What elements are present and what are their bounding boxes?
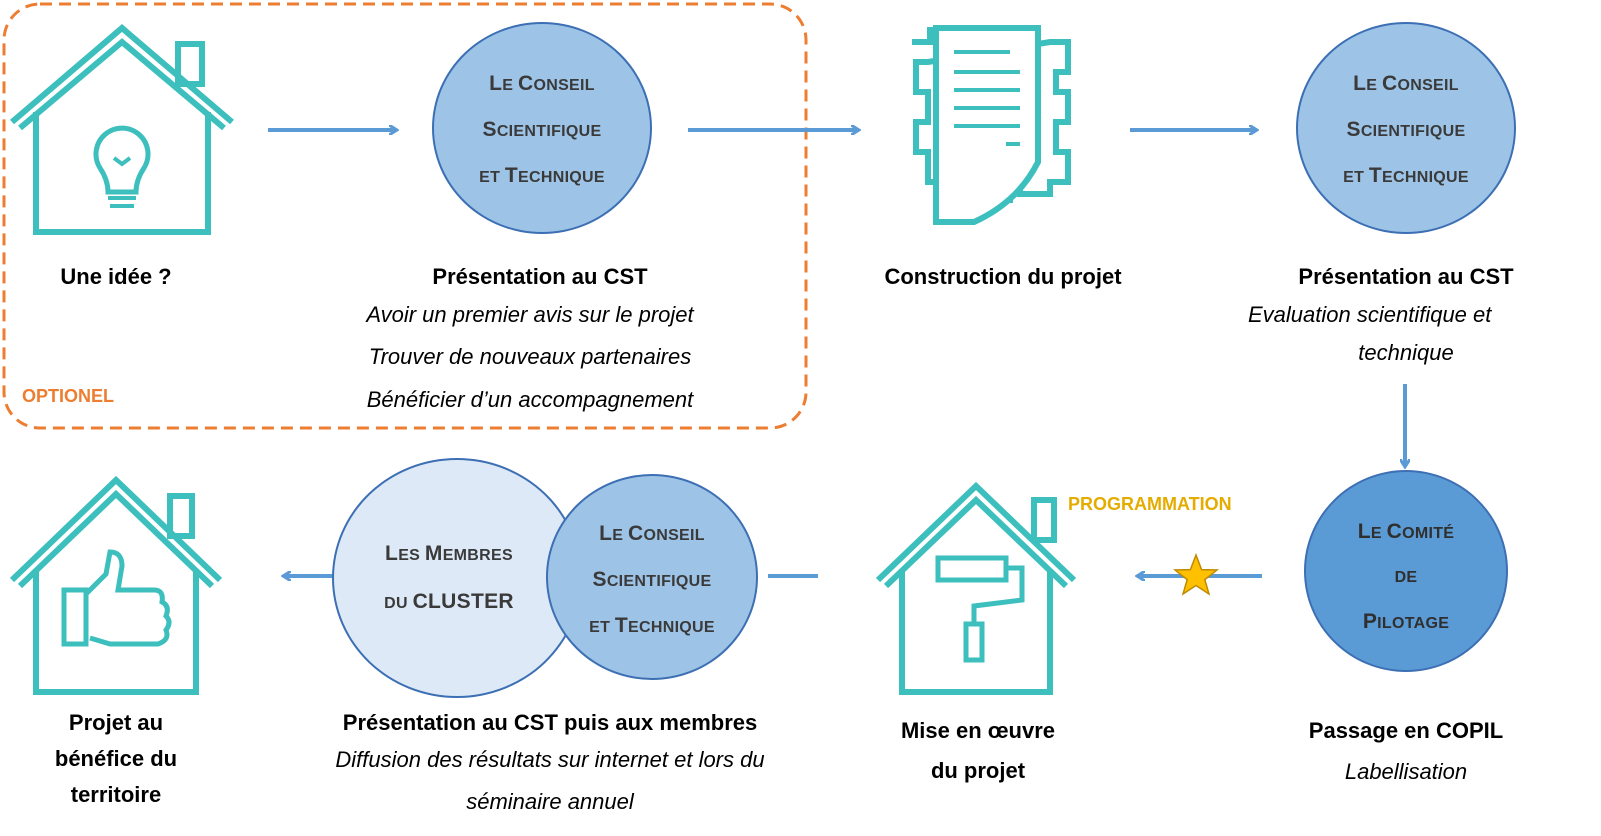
house-idea-icon <box>10 24 234 235</box>
step-cst2-title: Présentation au CST <box>1298 264 1514 289</box>
cst-circle-2-text: LE CONSEIL SCIENTIFIQUE ET TECHNIQUE <box>1343 72 1469 187</box>
optional-label: OPTIONEL <box>22 386 115 406</box>
step-copil-line-1: Labellisation <box>1344 759 1468 784</box>
cst-circle-3-text: LE CONSEIL SCIENTIFIQUE ET TECHNIQUE <box>589 522 715 637</box>
step-members-title: Présentation au CST puis aux membres <box>342 710 758 735</box>
cst-circle-2 <box>1296 22 1516 234</box>
step-idea-title: Une idée ? <box>60 264 172 289</box>
members-circle <box>332 458 582 698</box>
step-members-line-1: Diffusion des résultats sur internet et … <box>335 747 765 772</box>
members-circle-text: LES MEMBRES DU CLUSTER <box>384 542 514 613</box>
cst-circle-1 <box>432 22 652 234</box>
step-implementation-title-1: Mise en œuvre <box>900 718 1056 743</box>
copil-circle-text: LE COMITÉ DE PILOTAGE <box>1357 520 1455 633</box>
step-cst1-line-3: Bénéficier d’un accompagnement <box>366 387 694 412</box>
step-benefit-title-2: bénéfice du <box>54 746 178 771</box>
step-cst2-line-2: technique <box>1358 340 1454 365</box>
step-cst1-line-1: Avoir un premier avis sur le projet <box>366 302 694 327</box>
step-cst1-line-2: Trouver de nouveaux partenaires <box>368 344 692 369</box>
step-implementation-title-2: du projet <box>930 758 1026 783</box>
step-members-line-2: séminaire annuel <box>466 789 634 814</box>
star-icon <box>1172 552 1220 596</box>
copil-circle <box>1304 470 1508 672</box>
house-paint-roller-icon <box>875 481 1077 695</box>
step-benefit-title-1: Projet au <box>68 710 164 735</box>
cst-circle-3 <box>546 474 758 680</box>
step-benefit-title-3: territoire <box>70 782 162 807</box>
step-cst1-title: Présentation au CST <box>432 264 648 289</box>
document-gear-icon <box>912 25 1071 225</box>
step-construction-title: Construction du projet <box>884 264 1122 289</box>
cst-circle-1-text: LE CONSEIL SCIENTIFIQUE ET TECHNIQUE <box>479 72 605 187</box>
step-copil-title: Passage en COPIL <box>1308 718 1504 743</box>
house-thumbs-up-icon <box>9 475 223 695</box>
programmation-label: PROGRAMMATION <box>1068 494 1232 514</box>
step-cst2-line-1: Evaluation scientifique et <box>1248 302 1492 327</box>
